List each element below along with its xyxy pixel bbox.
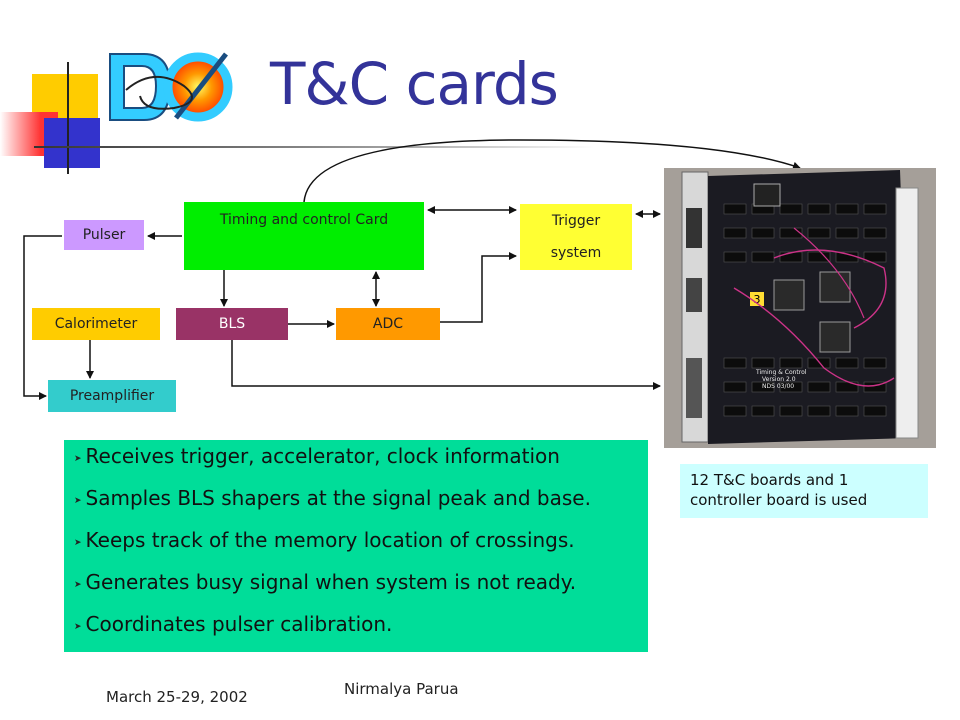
board-text-line3: NDS 03/00 (762, 383, 794, 390)
preamplifier-label: Preamplifier (69, 388, 155, 404)
list-item: ➤Coordinates pulser calibration. (74, 612, 393, 636)
d0-logo (104, 46, 234, 128)
decor-vertical-line (67, 62, 69, 174)
pulser-label: Pulser (82, 227, 126, 243)
footer-date: March 25-29, 2002 (106, 688, 248, 706)
decor-horizontal-line (34, 146, 594, 148)
list-item: ➤Samples BLS shapers at the signal peak … (74, 486, 591, 510)
timing-control-card-box: Timing and control Card (184, 202, 424, 270)
bullet-arrow-icon: ➤ (74, 580, 82, 590)
adc-label: ADC (372, 316, 404, 332)
board-text-line1: Timing & Control (755, 369, 807, 376)
link-bls-board (231, 340, 661, 390)
calorimeter-label: Calorimeter (54, 316, 138, 332)
pulser-box: Pulser (64, 220, 144, 250)
features-list: ➤Receives trigger, accelerator, clock in… (64, 440, 648, 634)
trigger-system-box: Trigger system (520, 204, 632, 270)
bls-box: BLS (176, 308, 288, 340)
trigger-label-line2: system (550, 245, 602, 261)
link-adc-trigger (440, 252, 517, 323)
calorimeter-box: Calorimeter (32, 308, 160, 340)
board-number-label: 3 (754, 293, 761, 306)
board-text-line2: Version 2.0 (762, 376, 796, 383)
features-panel: ➤Receives trigger, accelerator, clock in… (64, 440, 648, 652)
list-item: ➤Generates busy signal when system is no… (74, 570, 577, 594)
slide-title: T&C cards (270, 50, 559, 118)
boards-note: 12 T&C boards and 1 controller board is … (680, 464, 928, 518)
decor-square-blue (44, 118, 100, 168)
note-line1: 12 T&C boards and 1 (690, 471, 849, 489)
footer-author: Nirmalya Parua (344, 680, 459, 698)
trigger-label-line1: Trigger (551, 213, 601, 229)
bullet-arrow-icon: ➤ (74, 622, 82, 632)
bullet-arrow-icon: ➤ (74, 454, 82, 464)
curve-to-board-photo (303, 139, 801, 203)
list-item: ➤Keeps track of the memory location of c… (74, 528, 575, 552)
adc-box: ADC (336, 308, 440, 340)
note-line2: controller board is used (690, 491, 868, 509)
bullet-arrow-icon: ➤ (74, 538, 82, 548)
tc-board-photo: 3 Timing & Control Version 2.0 NDS 03/00 (664, 168, 936, 448)
link-pulser-preamp (23, 235, 62, 400)
preamplifier-box: Preamplifier (48, 380, 176, 412)
list-item: ➤Receives trigger, accelerator, clock in… (74, 444, 560, 468)
bullet-arrow-icon: ➤ (74, 496, 82, 506)
timing-control-card-label: Timing and control Card (219, 212, 389, 228)
bls-label: BLS (218, 316, 246, 332)
